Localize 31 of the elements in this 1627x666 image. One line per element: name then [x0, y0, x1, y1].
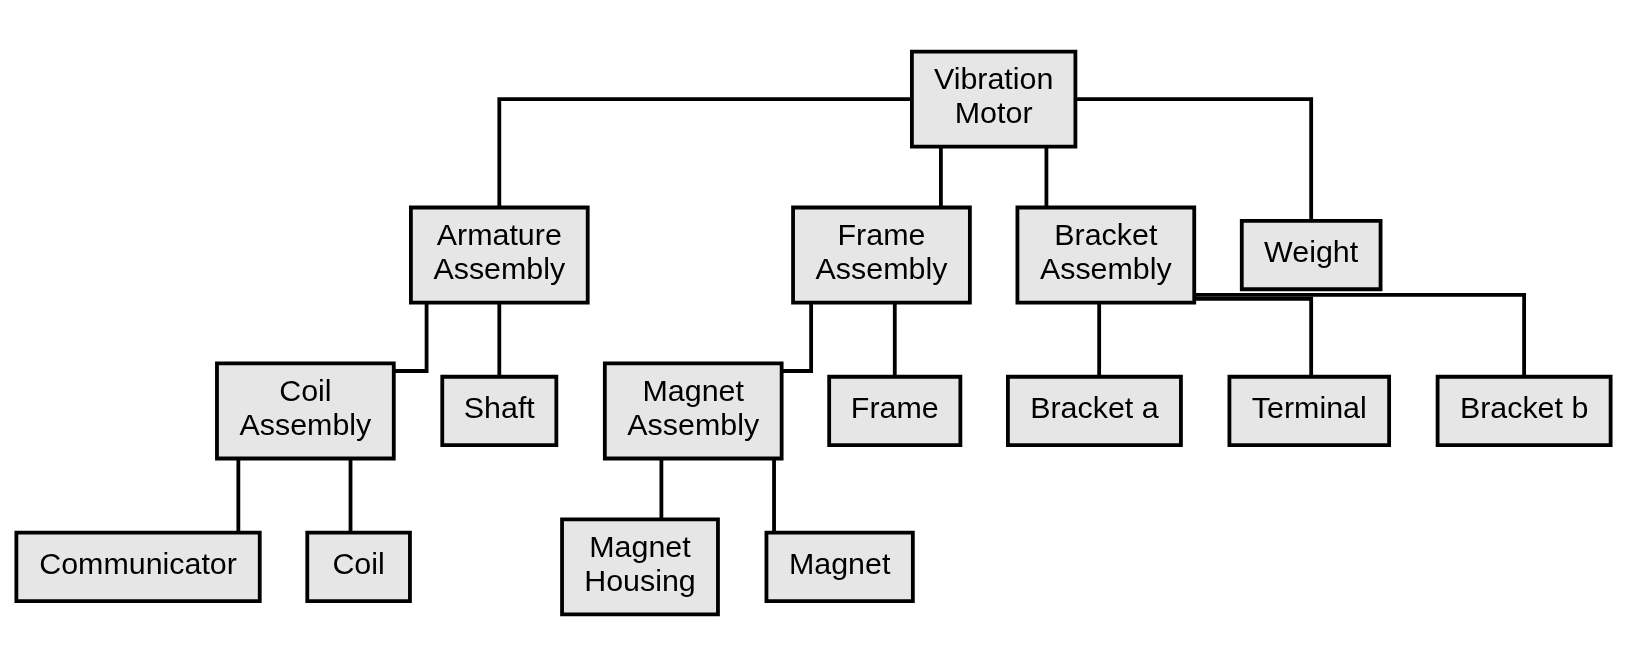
- node-box: Vibration Motor: [910, 49, 1078, 149]
- node-box: Bracket Assembly: [1015, 205, 1197, 305]
- connector: [348, 458, 353, 533]
- node-box: Armature Assembly: [409, 205, 590, 305]
- node-box: Magnet: [764, 530, 915, 603]
- connector: [1194, 293, 1526, 377]
- connector: [236, 458, 241, 533]
- connector: [1044, 146, 1049, 208]
- connector: [497, 97, 912, 208]
- node-box: Terminal: [1227, 374, 1391, 448]
- connector: [772, 458, 776, 533]
- connector: [892, 302, 897, 377]
- node-box: Coil: [305, 530, 412, 603]
- node-box: Bracket a: [1006, 374, 1183, 448]
- node-box: Bracket b: [1435, 374, 1613, 448]
- node-box: Coil Assembly: [215, 361, 396, 461]
- node-box: Magnet Housing: [560, 517, 720, 617]
- node-box: Frame: [827, 374, 963, 448]
- connector: [1075, 97, 1314, 221]
- connector: [782, 302, 813, 373]
- connector: [497, 302, 502, 377]
- connector: [1097, 302, 1102, 377]
- node-box: Shaft: [440, 374, 559, 448]
- node-box: Magnet Assembly: [602, 361, 784, 461]
- connector: [394, 302, 429, 373]
- connector: [939, 146, 943, 208]
- node-box: Frame Assembly: [791, 205, 972, 305]
- connector: [1194, 296, 1314, 377]
- node-box: Weight: [1239, 218, 1383, 292]
- node-box: Communicator: [14, 530, 262, 603]
- connector: [659, 458, 664, 519]
